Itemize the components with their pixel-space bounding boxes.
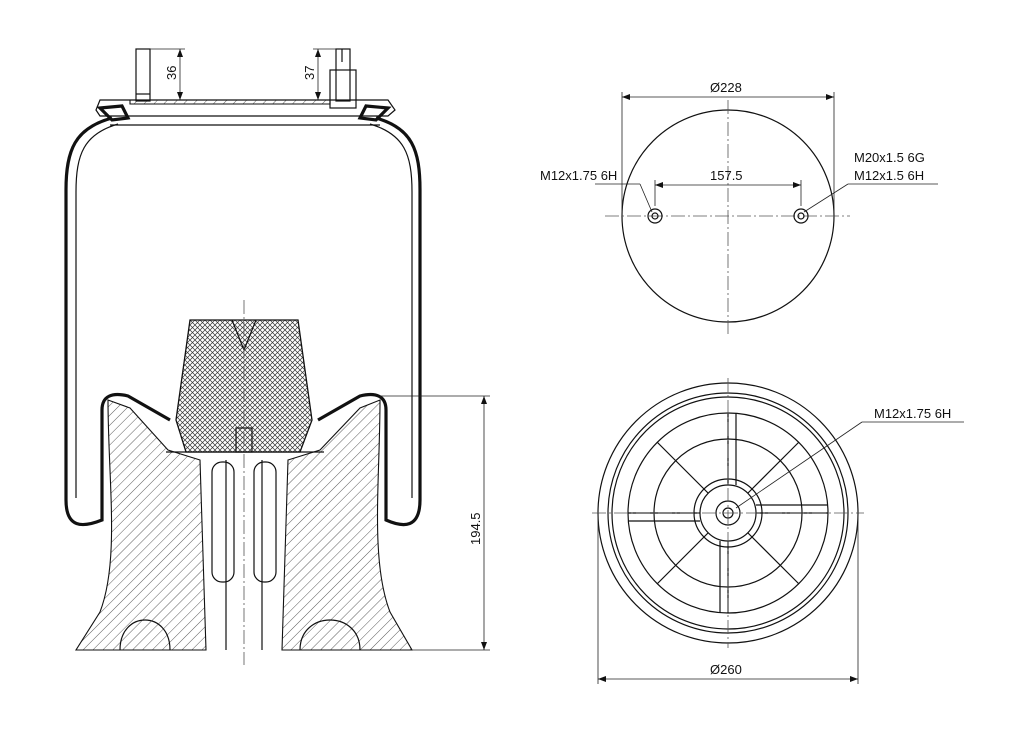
bottom-thread-callout: M12x1.75 6H	[735, 406, 964, 509]
left-thread-label: M12x1.75 6H	[540, 168, 617, 183]
piston-height-dimension: 194.5	[380, 395, 490, 651]
piston	[75, 399, 413, 651]
bottom-diameter-label: Ø260	[710, 662, 742, 677]
hole-spacing-dimension: 157.5	[654, 168, 802, 206]
stud-dimensions: 36 37	[150, 48, 336, 100]
bottom-thread-label: M12x1.75 6H	[874, 406, 951, 421]
stud-left-height-label: 36	[164, 66, 179, 80]
top-mount-holes	[647, 208, 809, 224]
rubber-bumper	[166, 319, 324, 453]
mounting-studs	[135, 48, 357, 109]
top-diameter-label: Ø228	[710, 80, 742, 95]
top-plate	[95, 99, 396, 126]
bottom-view: M12x1.75 6H Ø260	[592, 378, 964, 684]
side-view: 36 37	[64, 48, 490, 665]
piston-height-label: 194.5	[468, 512, 483, 545]
right-thread-label-2: M12x1.5 6H	[854, 168, 924, 183]
top-view: Ø228 157.5 M12x1.75 6H M20x1.5 6G M12x1.…	[540, 80, 938, 335]
top-thread-callouts: M12x1.75 6H M20x1.5 6G M12x1.5 6H	[540, 150, 938, 213]
right-thread-label-1: M20x1.5 6G	[854, 150, 925, 165]
stud-right-height-label: 37	[302, 66, 317, 80]
hole-spacing-label: 157.5	[710, 168, 743, 183]
top-diameter-dimension: Ø228	[621, 80, 835, 216]
bottom-diameter-dimension: Ø260	[597, 513, 859, 684]
rubber-bellow	[64, 116, 422, 527]
